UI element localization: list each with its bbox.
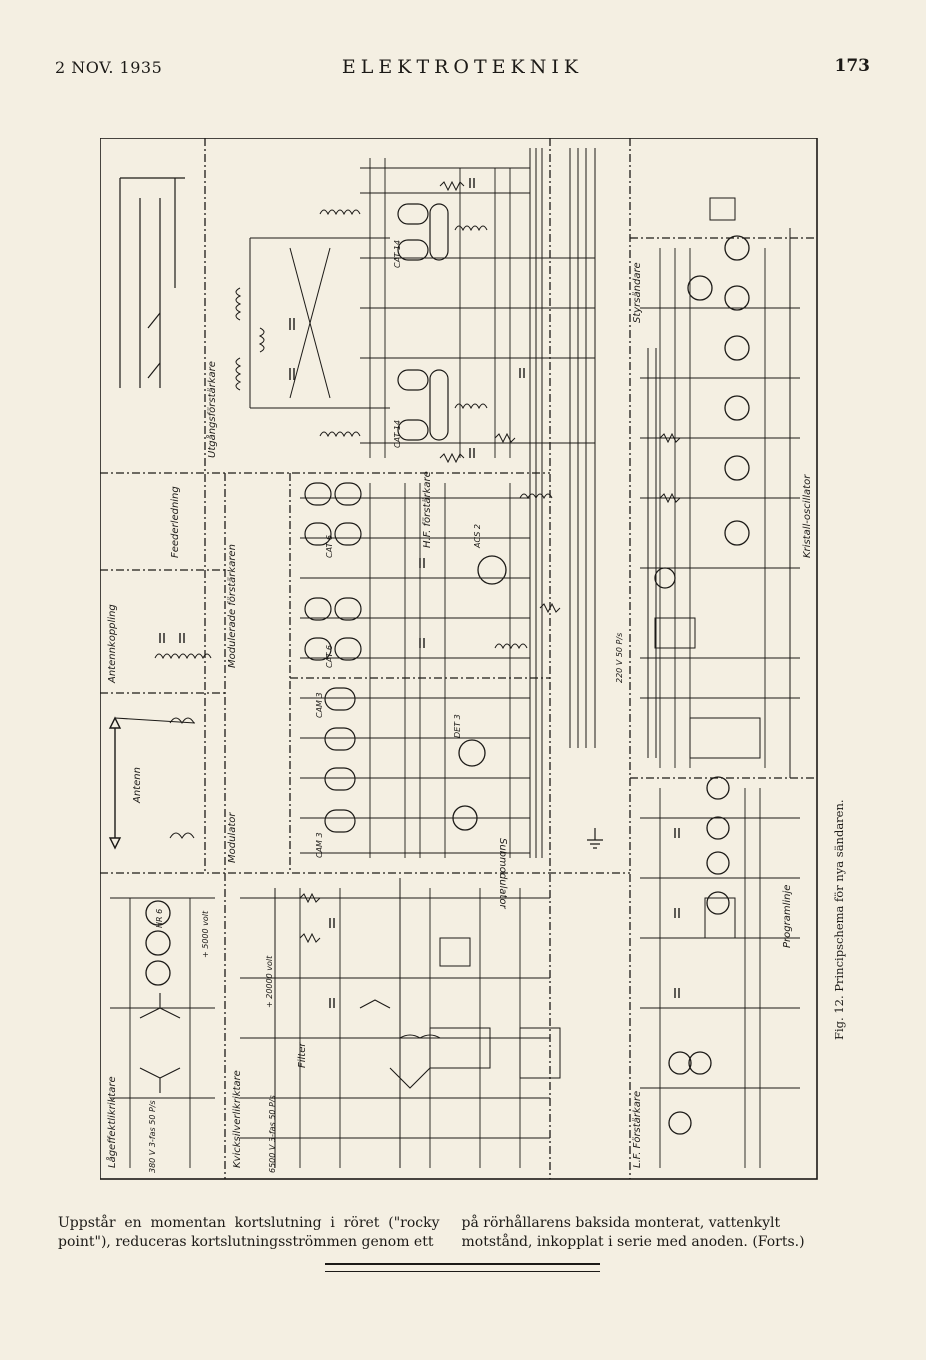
tube-cam3-upper: CAM 3 xyxy=(315,692,324,718)
voltage-220: 220 V 50 P/s xyxy=(615,633,624,683)
end-rule xyxy=(325,1263,600,1272)
tube-det3: DET 3 xyxy=(453,714,462,738)
label-output-amplifier: Utgångsförstärkare xyxy=(205,361,218,458)
voltage-5000: + 5000 volt xyxy=(201,910,210,958)
label-low-voltage-rectifier: Lågeffektlikriktare xyxy=(105,1076,118,1168)
label-feeder: Feederledning xyxy=(170,486,181,558)
label-antenna-coupling: Antennkoppling xyxy=(107,604,118,684)
label-submodulator: Submodulator xyxy=(497,838,508,910)
body-column-right: på rörhållarens baksida monterat, vatten… xyxy=(461,1215,805,1250)
tube-hr6: HR 6 xyxy=(155,909,164,928)
page-header: 2 NOV. 1935 ELEKTROTEKNIK 173 xyxy=(55,56,871,82)
page-number: 173 xyxy=(834,56,871,76)
article-body: Uppstår en momentan kortslutning i röret… xyxy=(58,1214,843,1252)
voltage-380: 380 V 3-fas 50 P/s xyxy=(148,1100,157,1173)
body-column-left: Uppstår en momentan kortslutning i röret… xyxy=(58,1215,440,1250)
label-crystal-oscillator: Kristall-oscillator xyxy=(802,474,813,558)
label-filter: Filter xyxy=(297,1042,308,1068)
label-hf-amplifier: H.F. förstärkare xyxy=(422,471,433,548)
voltage-6500: 6500 V 3-fas 50 P/s xyxy=(268,1095,277,1173)
label-antenna: Antenn xyxy=(132,767,143,804)
voltage-20000: + 20000 volt xyxy=(265,955,274,1008)
label-modulated-amplifier: Modulerade förstärkaren xyxy=(227,544,238,668)
label-modulator: Modulator xyxy=(227,812,238,863)
issue-date: 2 NOV. 1935 xyxy=(55,58,163,77)
figure-caption-text: Fig. 12. Principschema för nya sändaren. xyxy=(832,799,846,1040)
tube-cam3-lower: CAM 3 xyxy=(315,832,324,858)
journal-title: ELEKTROTEKNIK xyxy=(341,56,584,78)
circuit-schematic: Utgångsförstärkare Feederledning Antennk… xyxy=(100,138,818,1180)
tube-cat14-lower: CAT 14 xyxy=(393,420,402,448)
label-mercury-rectifier: Kvicksilverlikriktare xyxy=(232,1070,243,1168)
schematic-drawing: Utgångsförstärkare Feederledning Antennk… xyxy=(100,138,818,1180)
label-control-transmitter: Styrsändare xyxy=(632,262,643,323)
label-lf-amplifier: L.F. Förstärkare xyxy=(632,1091,643,1168)
tube-acs2: ACS 2 xyxy=(473,524,482,549)
tube-cat6-upper: CAT 6 xyxy=(325,535,334,558)
tube-cat6-lower: CAT 6 xyxy=(325,645,334,668)
figure-caption: Fig. 12. Principschema för nya sändaren. xyxy=(826,780,856,1040)
tube-cat14-upper: CAT 14 xyxy=(393,240,402,268)
label-program-line: Programlinje xyxy=(782,885,793,948)
